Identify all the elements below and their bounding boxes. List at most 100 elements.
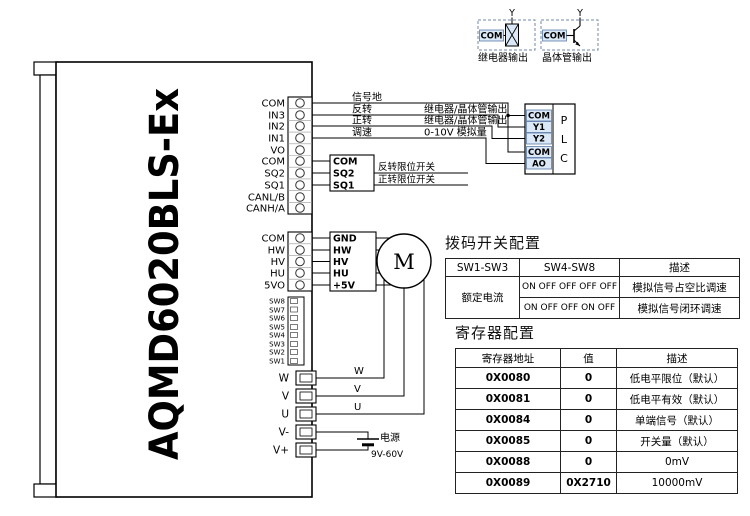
- terminal-label: COM: [262, 157, 285, 168]
- terminal-label: HW: [268, 246, 286, 257]
- terminal-label: VO: [270, 146, 285, 157]
- dip-table-header-row: SW1-SW3 SW4-SW8 描述: [445, 258, 741, 277]
- forward-limit-label: 正转限位开关: [378, 174, 436, 186]
- register-value-cell: 0: [560, 409, 617, 431]
- plc-letter: P: [561, 114, 568, 127]
- terminal-label: SQ1: [264, 181, 285, 192]
- register-table: 寄存器地址 值 描述 0X0080 0 低电平限位（默认） 0X0081 0 低…: [455, 348, 738, 494]
- speed-label: 调速: [352, 127, 372, 139]
- terminal-label: COM: [262, 99, 285, 110]
- dip-setting-cell: ON OFF OFF ON OFF: [518, 297, 621, 319]
- dip-header-sw1-3: SW1-SW3: [445, 258, 520, 277]
- plc-terminal: Y2: [532, 135, 545, 145]
- dip-label: SW5: [269, 324, 285, 332]
- register-row: 0X0089 0X2710 10000mV: [455, 472, 738, 494]
- relay-y-label: Y: [508, 8, 515, 19]
- power-range-label: 9V-60V: [371, 450, 404, 460]
- plc-terminal: COM: [528, 148, 550, 158]
- plc-block: [524, 103, 576, 175]
- signal-wires: [312, 102, 525, 164]
- dip-table-title: 拨码开关配置: [445, 234, 542, 252]
- reverse-label: 反转: [352, 103, 372, 116]
- register-desc-cell: 开关量（默认）: [616, 430, 738, 452]
- motor-label: M: [393, 250, 415, 274]
- device-model-label: AQMD6020BLS-Ex: [142, 88, 188, 460]
- dip-label: SW4: [269, 332, 285, 340]
- forward-label: 正转: [352, 114, 372, 127]
- dip-desc-cell: 模拟信号闭环调速: [619, 297, 741, 319]
- motor: [376, 233, 432, 289]
- register-addr-cell: 0X0085: [455, 430, 561, 452]
- plc-letter: L: [561, 133, 568, 146]
- plc-terminal: COM: [528, 112, 550, 122]
- hall-box-terminal: HW: [333, 246, 352, 257]
- register-header-value: 值: [560, 348, 617, 368]
- register-desc-cell: 10000mV: [616, 472, 738, 494]
- register-value-cell: 0: [560, 388, 617, 410]
- dip-switch-block: [287, 296, 305, 366]
- hall-terminal-block: [287, 231, 313, 292]
- dip-label: SW1: [269, 358, 285, 366]
- register-row: 0X0085 0 开关量（默认）: [455, 430, 738, 452]
- phase-label-v: V: [354, 384, 361, 395]
- terminal-label: V-: [279, 427, 290, 439]
- register-header-addr: 寄存器地址: [455, 348, 561, 368]
- terminal-label: IN1: [268, 134, 285, 145]
- register-config-section: 寄存器配置 寄存器地址 值 描述 0X0080 0 低电平限位（默认） 0X00…: [455, 322, 738, 494]
- register-value-cell: 0: [560, 430, 617, 452]
- register-desc-cell: 0mV: [616, 451, 738, 473]
- register-table-header-row: 寄存器地址 值 描述: [455, 348, 738, 368]
- hall-box-terminal: HU: [333, 269, 349, 280]
- power-terminal-block: [295, 370, 317, 458]
- dip-setting-cell: ON OFF OFF OFF OFF: [518, 276, 621, 298]
- register-addr-cell: 0X0089: [455, 472, 561, 494]
- relay-output-legend: [477, 17, 536, 51]
- io-terminal-block: [287, 96, 313, 215]
- limit-switch-box: [312, 154, 468, 192]
- terminal-label: 5VO: [264, 281, 285, 292]
- signal-ground-label: 信号地: [352, 91, 382, 104]
- transistor-com-label: COM: [544, 32, 566, 42]
- wire-junction: [506, 113, 510, 118]
- register-addr-cell: 0X0084: [455, 409, 561, 431]
- power-supply-label: 电源: [380, 431, 400, 444]
- register-row: 0X0084 0 单端信号（默认）: [455, 409, 738, 431]
- dip-table: SW1-SW3 SW4-SW8 描述 额定电流 ON OFF OFF OFF O…: [445, 258, 741, 319]
- forward-output-label: 继电器/晶体管输出: [424, 114, 507, 127]
- terminal-label: HV: [271, 257, 286, 268]
- plc-terminal: AO: [532, 160, 546, 170]
- terminal-label: IN3: [268, 111, 285, 122]
- dip-label: SW2: [269, 349, 285, 357]
- dip-label: SW6: [269, 315, 285, 323]
- dip-switch-config-section: 拨码开关配置 SW1-SW3 SW4-SW8 描述 额定电流 ON OFF OF…: [445, 232, 741, 319]
- dip-label: SW3: [269, 341, 285, 349]
- terminal-label: V: [282, 391, 290, 403]
- relay-com-label: COM: [481, 32, 503, 42]
- dip-row-group-label: 额定电流: [445, 276, 520, 319]
- register-row: 0X0081 0 低电平有效（默认）: [455, 388, 738, 410]
- terminal-label: U: [281, 409, 289, 421]
- plc-terminal: Y1: [532, 123, 545, 133]
- dip-label: SW8: [269, 298, 285, 306]
- register-value-cell: 0: [560, 451, 617, 473]
- register-row: 0X0088 0 0mV: [455, 451, 738, 473]
- dip-table-row: ON OFF OFF ON OFF 模拟信号闭环调速: [446, 297, 741, 319]
- register-value-cell: 0: [560, 367, 617, 389]
- terminal-label: W: [279, 373, 290, 385]
- dip-desc-cell: 模拟信号占空比调速: [619, 276, 741, 298]
- register-row: 0X0080 0 低电平限位（默认）: [455, 367, 738, 389]
- register-header-desc: 描述: [616, 348, 738, 368]
- hall-box: [329, 231, 377, 292]
- limit-terminal: COM: [333, 157, 358, 168]
- hall-box-terminal: +5V: [333, 281, 356, 292]
- hall-box-terminal: GND: [333, 234, 357, 245]
- plc-letter: C: [560, 152, 568, 165]
- dip-header-sw4-8: SW4-SW8: [518, 258, 621, 277]
- limit-terminal: SQ2: [333, 169, 355, 180]
- phase-wires: [316, 262, 425, 415]
- hall-box-terminal: HV: [333, 257, 349, 268]
- terminal-label: CANL/B: [248, 193, 285, 204]
- register-addr-cell: 0X0080: [455, 367, 561, 389]
- reverse-limit-label: 反转限位开关: [378, 161, 436, 173]
